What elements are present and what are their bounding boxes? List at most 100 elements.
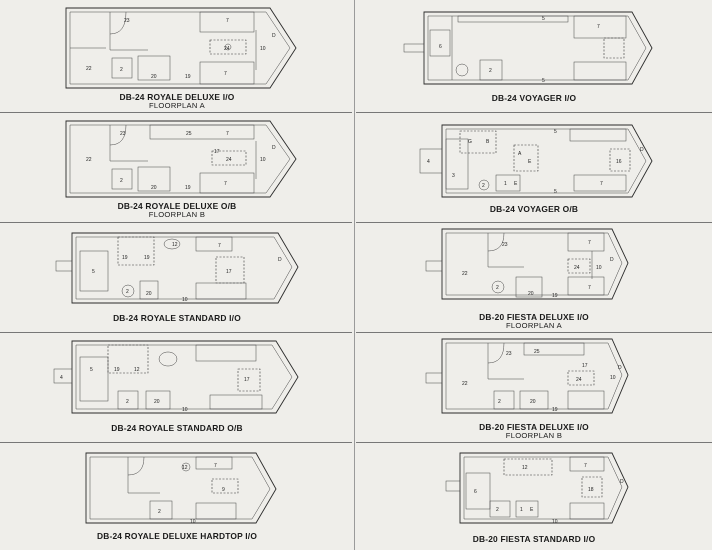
row-divider bbox=[356, 222, 712, 223]
fixture-label: 5 bbox=[554, 189, 557, 195]
fixture-label: 2 bbox=[120, 67, 123, 73]
floorplan-labels: 5 19 12 4 17 2 20 10 bbox=[60, 367, 250, 413]
fixture-label: 25 bbox=[186, 131, 192, 137]
fixture-label: 24 bbox=[226, 157, 232, 163]
panel-subtitle: FLOORPLAN B bbox=[505, 431, 563, 440]
fixture-label: 23 bbox=[120, 131, 126, 137]
fixture-label: 24 bbox=[224, 46, 230, 52]
floorplan-drawing bbox=[419, 124, 653, 198]
fixture-label: 1 bbox=[504, 181, 507, 187]
panel-subtitle: FLOORPLAN B bbox=[148, 210, 206, 219]
fixture-label: 6 bbox=[439, 44, 442, 50]
fixture-label: E bbox=[528, 159, 532, 165]
fixture-label: 10 bbox=[260, 157, 266, 163]
fixture-label: 2 bbox=[496, 507, 499, 513]
fixture-label: 5 bbox=[542, 78, 545, 84]
panel-title: DB-24 VOYAGER I/O bbox=[491, 93, 577, 103]
panel-royale-standard-ob: 5 19 12 4 17 2 20 10 DB-24 ROYALE STANDA… bbox=[0, 333, 354, 442]
fixture-label: B bbox=[486, 139, 490, 145]
panel-voyager-io: 5 7 6 2 5 DB-24 VOYAGER I/O bbox=[356, 0, 712, 112]
fixture-label: 20 bbox=[151, 74, 157, 80]
floorplan-drawing bbox=[55, 232, 299, 304]
panel-title: DB-20 FIESTA DELUXE I/O bbox=[479, 312, 589, 322]
floorplan-labels: 12 19 19 7 5 17 D 2 20 10 bbox=[92, 242, 282, 303]
panel-royale-standard-io: 12 19 19 7 5 17 D 2 20 10 DB-24 ROYALE S… bbox=[0, 223, 354, 332]
fixture-label: 10 bbox=[596, 265, 602, 271]
fixture-label: 9 bbox=[222, 487, 225, 493]
panel-title: DB-24 ROYALE STANDARD O/B bbox=[111, 423, 243, 433]
fixture-label: 4 bbox=[427, 159, 430, 165]
fixture-label: 22 bbox=[462, 271, 468, 277]
fixture-label: 7 bbox=[588, 285, 591, 291]
floorplan-drawing bbox=[85, 452, 277, 524]
panel-fiesta-standard-io: 12 7 6 18 D 2 1 E 10 DB-20 FIESTA STANDA… bbox=[356, 443, 712, 550]
fixture-label: 3 bbox=[452, 173, 455, 179]
fixture-label: D bbox=[272, 33, 276, 39]
floorplan-drawing bbox=[425, 338, 629, 414]
fixture-label: 17 bbox=[214, 149, 220, 155]
column-divider bbox=[354, 0, 355, 550]
fixture-label: 2 bbox=[126, 289, 129, 295]
floorplan-labels: 23 25 17 22 24 10 D 2 20 19 bbox=[462, 349, 622, 413]
panel-title: DB-24 ROYALE DELUXE HARDTOP I/O bbox=[96, 531, 258, 541]
panel-voyager-ob: 5 G B 4 A E 16 D 3 2 1 E 5 7 DB-24 VOYAG… bbox=[356, 113, 712, 222]
fixture-label: 5 bbox=[542, 16, 545, 22]
fixture-label: 6 bbox=[474, 489, 477, 495]
fixture-label: 17 bbox=[226, 269, 232, 275]
fixture-label: D bbox=[278, 257, 282, 263]
fixture-label: D bbox=[618, 365, 622, 371]
fixture-label: 7 bbox=[214, 463, 217, 469]
row-divider bbox=[0, 442, 352, 443]
fixture-label: 10 bbox=[182, 407, 188, 413]
row-divider bbox=[0, 222, 352, 223]
panel-fiesta-deluxe-io-b: 23 25 17 22 24 10 D 2 20 19 DB-20 FIESTA… bbox=[356, 333, 712, 442]
floorplan-drawing bbox=[403, 11, 653, 85]
fixture-label: 2 bbox=[496, 285, 499, 291]
fixture-label: 12 bbox=[134, 367, 140, 373]
panel-title: DB-24 ROYALE DELUXE O/B bbox=[117, 201, 237, 211]
fixture-label: 22 bbox=[462, 381, 468, 387]
fixture-label: 12 bbox=[172, 242, 178, 248]
fixture-label: 7 bbox=[218, 243, 221, 249]
fixture-label: 20 bbox=[528, 291, 534, 297]
fixture-label: 7 bbox=[226, 18, 229, 24]
panel-title: DB-20 FIESTA DELUXE I/O bbox=[479, 422, 589, 432]
fixture-label: A bbox=[518, 151, 522, 157]
fixture-label: 2 bbox=[126, 399, 129, 405]
fixture-label: 7 bbox=[224, 71, 227, 77]
fixture-label: 5 bbox=[554, 129, 557, 135]
fixture-label: 23 bbox=[502, 242, 508, 248]
fixture-label: 19 bbox=[122, 255, 128, 261]
fixture-label: 17 bbox=[244, 377, 250, 383]
fixture-label: E bbox=[514, 181, 518, 187]
fixture-label: 19 bbox=[185, 74, 191, 80]
fixture-label: D bbox=[640, 147, 644, 153]
floorplan-labels: 5 7 6 2 5 bbox=[439, 16, 600, 84]
fixture-label: 24 bbox=[576, 377, 582, 383]
panel-royale-deluxe-ob-b: 23 25 7 22 17 24 10 D 2 20 19 7 DB-24 RO… bbox=[0, 113, 354, 222]
floorplan-drawing bbox=[65, 7, 297, 89]
fixture-label: 10 bbox=[552, 519, 558, 525]
fixture-label: 10 bbox=[182, 297, 188, 303]
fixture-label: 23 bbox=[506, 351, 512, 357]
panel-subtitle: FLOORPLAN A bbox=[148, 101, 206, 110]
fixture-label: 7 bbox=[226, 131, 229, 137]
fixture-label: 7 bbox=[584, 463, 587, 469]
row-divider bbox=[356, 332, 712, 333]
fixture-label: 2 bbox=[158, 509, 161, 515]
fixture-label: 7 bbox=[588, 240, 591, 246]
fixture-label: 19 bbox=[552, 407, 558, 413]
panel-royale-deluxe-hardtop-io: 12 7 2 9 10 DB-24 ROYALE DELUXE HARDTOP … bbox=[0, 443, 354, 550]
panel-subtitle: FLOORPLAN A bbox=[505, 321, 563, 330]
fixture-label: 23 bbox=[124, 18, 130, 24]
panel-title: DB-20 FIESTA STANDARD I/O bbox=[472, 534, 596, 544]
fixture-label: 22 bbox=[86, 66, 92, 72]
fixture-label: 18 bbox=[588, 487, 594, 493]
fixture-label: 16 bbox=[616, 159, 622, 165]
floorplan-labels: 5 G B 4 A E 16 D 3 2 1 E 5 7 bbox=[427, 129, 644, 195]
fixture-label: 19 bbox=[144, 255, 150, 261]
fixture-label: 24 bbox=[574, 265, 580, 271]
fixture-label: 12 bbox=[182, 465, 188, 471]
fixture-label: 2 bbox=[120, 178, 123, 184]
